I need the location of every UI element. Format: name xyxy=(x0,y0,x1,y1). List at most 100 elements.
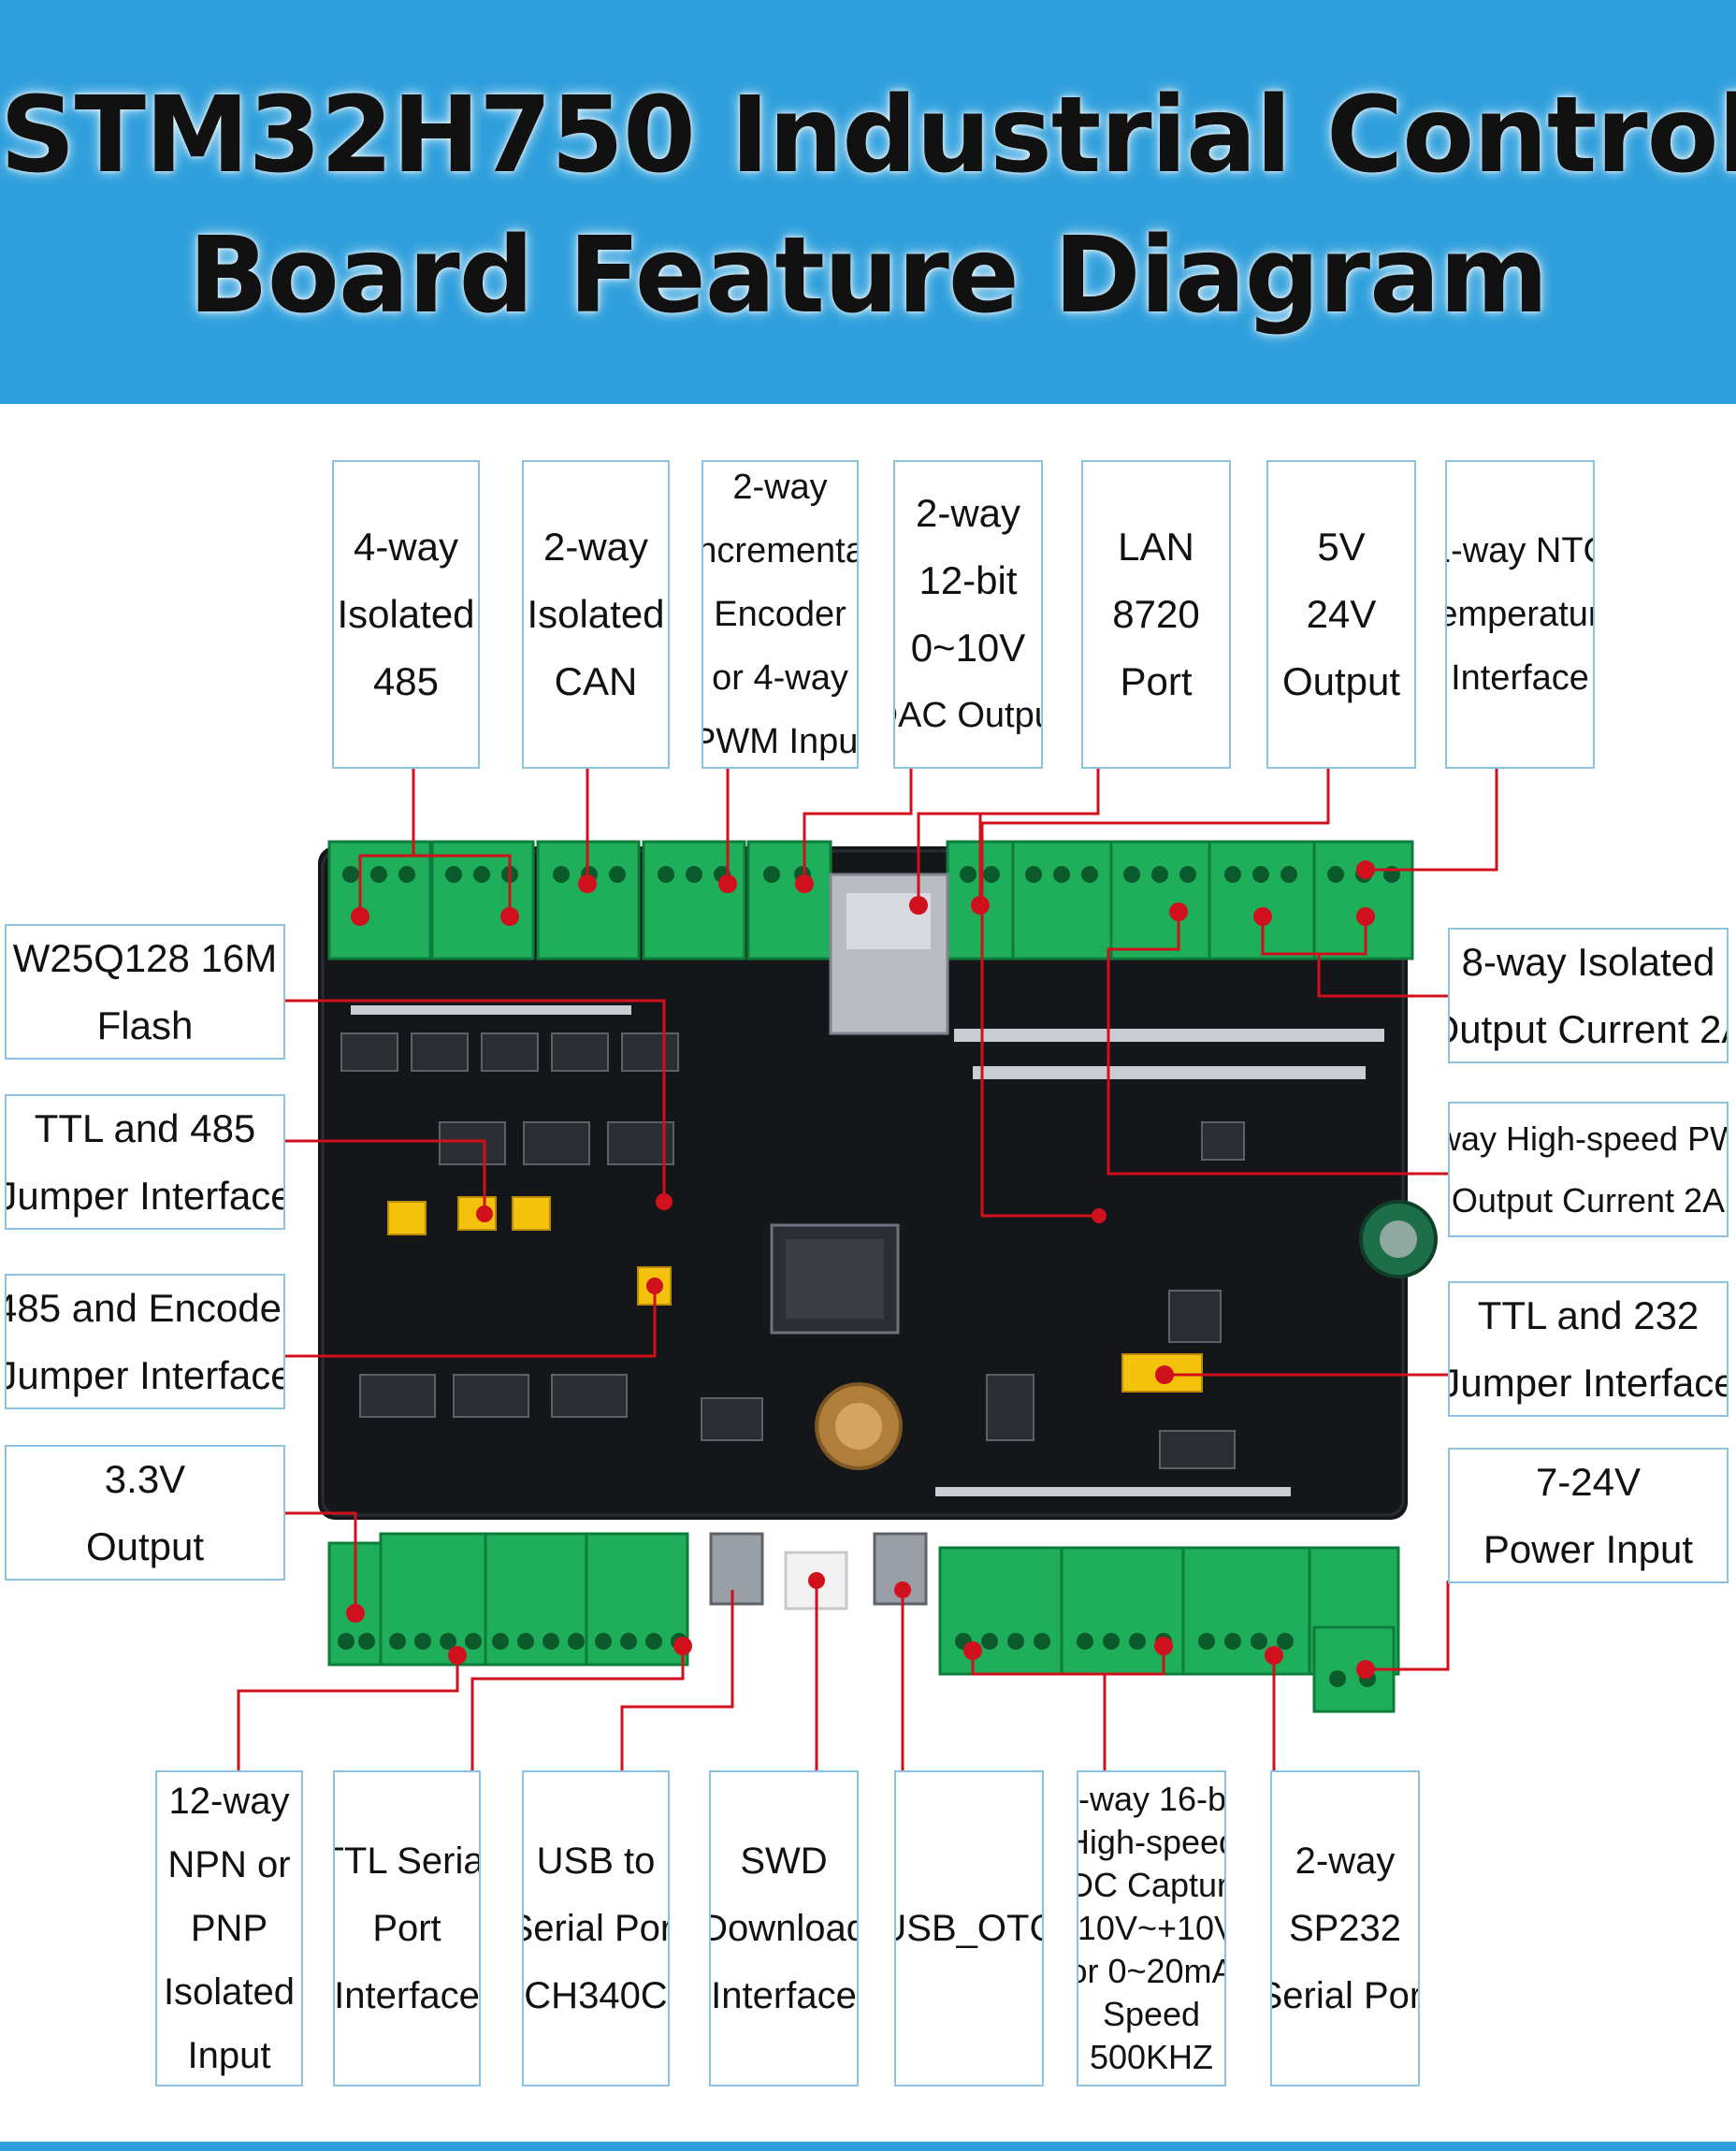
leader-lines xyxy=(237,769,1498,1770)
label-ttl-232-jumper: TTL and 232 Jumper Interface xyxy=(1448,1281,1729,1417)
title-line-2: Board Feature Diagram xyxy=(188,215,1549,337)
label-line: Interface xyxy=(1451,658,1589,698)
label-line: Output Current 2A xyxy=(1450,1006,1727,1051)
label-dac-output: 2-way 12-bit 0~10V DAC Output xyxy=(893,460,1043,769)
label-line: 8-way 16-bit xyxy=(1078,1780,1226,1818)
label-line: Isolated xyxy=(163,1971,296,2013)
label-line: TTL and 232 xyxy=(1477,1292,1700,1337)
label-swd-download: SWD Download Interface xyxy=(709,1770,859,2086)
label-line: Speed xyxy=(1102,1995,1201,2033)
label-line: Power Input xyxy=(1483,1526,1694,1571)
label-line: 2-way xyxy=(542,525,649,569)
header-banner xyxy=(0,0,1736,404)
label-pwm-output: 8-way High-speed PWM Output Current 2A xyxy=(1448,1102,1729,1237)
label-line: 485 xyxy=(372,659,440,703)
label-line: SWD xyxy=(740,1841,828,1882)
label-line: 8-way Isolated xyxy=(1461,939,1715,984)
label-line: CH340C xyxy=(524,1975,668,2016)
page-title: STM32H750 Industrial Control Board Featu… xyxy=(0,65,1736,346)
label-line: W25Q128 16M xyxy=(12,935,278,980)
label-line: 12-way xyxy=(168,1781,290,1822)
label-line: Output xyxy=(85,1523,205,1568)
label-line: 8-way High-speed PWM xyxy=(1450,1119,1727,1158)
label-ttl-485-jumper: TTL and 485 Jumper Interface xyxy=(5,1094,285,1230)
label-power-input: 7-24V Power Input xyxy=(1448,1448,1729,1583)
label-line: 4-way xyxy=(353,525,459,569)
label-line: Isolated xyxy=(337,592,475,636)
label-line: Serial Port xyxy=(1272,1975,1418,2016)
label-line: 500KHZ xyxy=(1089,2038,1214,2076)
label-sp232-serial: 2-way SP232 Serial Port xyxy=(1270,1770,1420,2086)
label-isolated-input: 12-way NPN or PNP Isolated Input xyxy=(155,1770,303,2086)
label-line: or 4-way xyxy=(712,658,848,698)
label-usb-serial-ch340c: USB to Serial Port CH340C xyxy=(522,1770,670,2086)
ic-components xyxy=(340,1032,1245,1469)
label-lan-port: LAN 8720 Port xyxy=(1081,460,1231,769)
usb-ttl-connector xyxy=(709,1532,764,1606)
label-line: ADC Capture, xyxy=(1078,1866,1226,1904)
label-line: Jumper Interface xyxy=(5,1352,285,1397)
label-line: PWM Input xyxy=(703,722,859,761)
label-line: DAC Output xyxy=(895,696,1041,735)
label-5v-24v-output: 5V 24V Output xyxy=(1266,460,1416,769)
label-line: Download xyxy=(709,1908,857,1949)
label-adc-capture: 8-way 16-bit High-speed ADC Capture, -10… xyxy=(1077,1770,1226,2086)
label-line: 5V xyxy=(1317,525,1366,569)
label-3v3-output: 3.3V Output xyxy=(5,1445,285,1581)
label-line: NPN or xyxy=(167,1844,291,1885)
label-line: 8720 xyxy=(1112,592,1200,636)
label-line: USB_OTG xyxy=(896,1908,1042,1949)
label-line: 0~10V xyxy=(910,626,1026,670)
label-ttl-serial-port: TTL Serial Port Interface xyxy=(333,1770,481,2086)
label-line: 2-way xyxy=(1295,1841,1396,1882)
label-line: or 0~20mA xyxy=(1077,1952,1226,1990)
label-line: Port xyxy=(372,1908,441,1949)
label-ntc-temperature: 1-way NTC Temperature Interface xyxy=(1445,460,1595,769)
label-line: Serial Port xyxy=(524,1908,668,1949)
label-485-encoder-jumper: 485 and Encoder Jumper Interface xyxy=(5,1274,285,1409)
label-line: Isolated xyxy=(527,592,665,636)
label-line: Jumper Interface xyxy=(1448,1360,1729,1405)
label-line: 7-24V xyxy=(1535,1459,1642,1504)
label-isolated-can: 2-way Isolated CAN xyxy=(522,460,670,769)
label-line: Interface xyxy=(334,1975,480,2016)
label-line: Jumper Interface xyxy=(5,1173,285,1218)
label-line: Flash xyxy=(96,1003,194,1047)
label-line: 12-bit xyxy=(919,558,1018,602)
label-line: Temperature xyxy=(1447,595,1593,634)
label-line: Input xyxy=(187,2035,271,2076)
label-line: Interface xyxy=(711,1975,857,2016)
label-line: LAN xyxy=(1118,525,1194,569)
label-line: PNP xyxy=(190,1908,268,1949)
label-line: Port xyxy=(1120,659,1193,703)
label-flash: W25Q128 16M Flash xyxy=(5,924,285,1060)
top-terminal-blocks xyxy=(327,840,1414,960)
label-usb-otg: USB_OTG xyxy=(894,1770,1044,2086)
label-isolated-485: 4-way Isolated 485 xyxy=(332,460,480,769)
label-encoder-pwm-input: 2-way Incremental Encoder or 4-way PWM I… xyxy=(702,460,859,769)
leader-dots xyxy=(346,860,1375,1679)
label-isolated-output: 8-way Isolated Output Current 2A xyxy=(1448,928,1729,1063)
label-line: SP232 xyxy=(1288,1908,1402,1949)
label-line: Output Current 2A xyxy=(1451,1180,1726,1220)
pcb-board-edge xyxy=(321,849,1405,1517)
label-line: 2-way xyxy=(915,491,1021,535)
label-line: USB to xyxy=(536,1841,656,1882)
label-line: 1-way NTC xyxy=(1447,531,1593,570)
label-line: Encoder xyxy=(714,595,846,634)
bottom-terminal-blocks xyxy=(327,1532,1400,1713)
bottom-accent-bar xyxy=(0,2142,1736,2151)
label-line: Incremental xyxy=(703,531,857,570)
label-line: TTL Serial xyxy=(335,1841,479,1882)
label-line: 24V xyxy=(1306,592,1377,636)
label-line: Output xyxy=(1281,659,1401,703)
label-line: 485 and Encoder xyxy=(5,1285,285,1330)
label-line: 3.3V xyxy=(104,1456,186,1501)
label-line: TTL and 485 xyxy=(34,1105,256,1150)
label-line: High-speed xyxy=(1078,1823,1224,1861)
label-line: -10V~+10V xyxy=(1077,1909,1224,1947)
smd-components xyxy=(351,1005,1384,1496)
label-line: 2-way xyxy=(732,468,828,507)
title-line-1: STM32H750 Industrial Control xyxy=(0,75,1736,196)
